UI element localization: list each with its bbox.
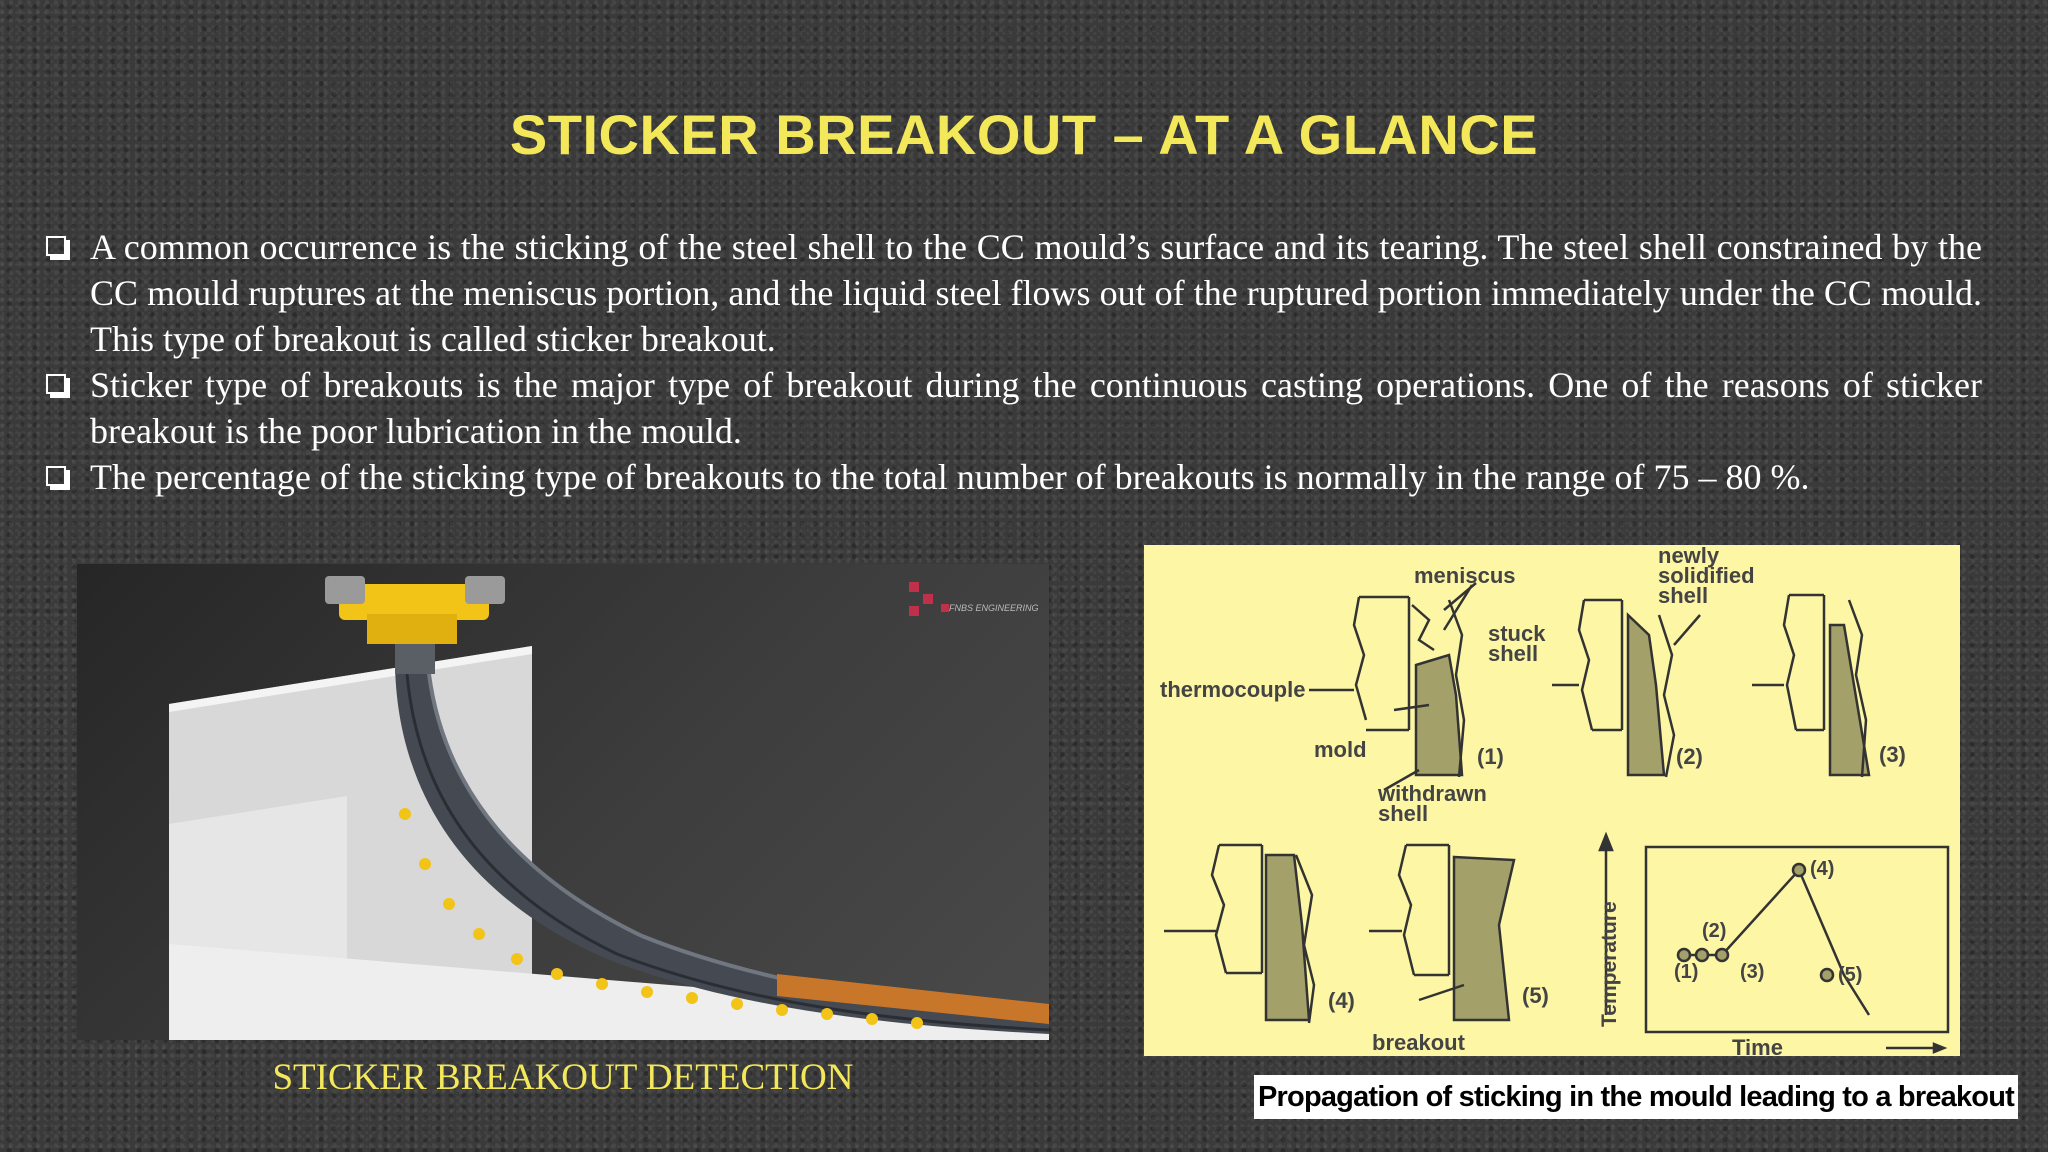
label-mold: mold: [1314, 737, 1367, 762]
stage-label-3: (3): [1879, 742, 1906, 767]
shell-fill-3: [1828, 623, 1871, 777]
shell-fill-4: [1264, 853, 1311, 1022]
label-newly: newly: [1658, 545, 1720, 568]
bullet-text: Sticker type of breakouts is the major t…: [90, 365, 1982, 451]
roller-bearings: [399, 808, 923, 1029]
label-temperature-axis: Temperature: [1598, 901, 1621, 1027]
stage-label-5: (5): [1522, 983, 1549, 1008]
slab: [777, 974, 1049, 1024]
caster-illustration: FNBS ENGINEERING: [169, 576, 1049, 1040]
bullet-list: A common occurrence is the sticking of t…: [44, 224, 1982, 500]
label-meniscus: meniscus: [1414, 563, 1516, 588]
checkbox-bullet-icon: [46, 236, 70, 260]
left-figure-caption: STICKER BREAKOUT DETECTION: [272, 1057, 854, 1098]
sticking-propagation-diagram: meniscus newly solidified shell stuck sh…: [1144, 545, 1960, 1056]
mold-outline-1: [1352, 596, 1368, 721]
fnbs-logo: FNBS ENGINEERING: [909, 582, 1039, 616]
bullet-item: The percentage of the sticking type of b…: [44, 454, 1982, 500]
label-shell: shell: [1658, 583, 1708, 608]
bullet-item: Sticker type of breakouts is the major t…: [44, 362, 1982, 454]
chart-point-label-4: (4): [1810, 858, 1834, 880]
label-stuck: stuck: [1488, 621, 1546, 646]
shell-fill-5: [1452, 855, 1516, 1022]
label-breakout: breakout: [1372, 1030, 1466, 1055]
chart-point-label-3: (3): [1740, 961, 1764, 983]
logo-text: FNBS ENGINEERING: [949, 603, 1039, 613]
label-stuck-shell: shell: [1488, 641, 1538, 666]
slide-title: STICKER BREAKOUT – AT A GLANCE: [509, 103, 1539, 166]
label-withdrawn: withdrawn: [1377, 781, 1487, 806]
chart-point-label-1: (1): [1674, 961, 1698, 983]
label-time-axis: Time: [1732, 1035, 1783, 1056]
stage-label-2: (2): [1676, 744, 1703, 769]
label-thermocouple: thermocouple: [1160, 677, 1305, 702]
chart-point-label-5: (5): [1838, 964, 1862, 986]
ladle-turret: [325, 576, 505, 674]
continuous-caster-image: FNBS ENGINEERING: [77, 564, 1049, 1040]
shell-fill-2: [1626, 612, 1666, 777]
checkbox-bullet-icon: [46, 466, 70, 490]
stage-label-1: (1): [1477, 744, 1504, 769]
label-withdrawn-shell: shell: [1378, 801, 1428, 826]
sticking-diagram-svg: meniscus newly solidified shell stuck sh…: [1160, 545, 1950, 1056]
bullet-item: A common occurrence is the sticking of t…: [44, 224, 1982, 362]
right-figure-caption: Propagation of sticking in the mould lea…: [1254, 1075, 2018, 1119]
chart-point-label-2: (2): [1702, 920, 1726, 942]
label-solidified: solidified: [1658, 563, 1755, 588]
bullet-text: A common occurrence is the sticking of t…: [90, 227, 1982, 359]
checkbox-bullet-icon: [46, 374, 70, 398]
bullet-text: The percentage of the sticking type of b…: [90, 457, 1810, 497]
temperature-curve: [1684, 867, 1871, 1016]
stage-label-4: (4): [1328, 988, 1355, 1013]
shell-fill-1: [1414, 653, 1464, 777]
